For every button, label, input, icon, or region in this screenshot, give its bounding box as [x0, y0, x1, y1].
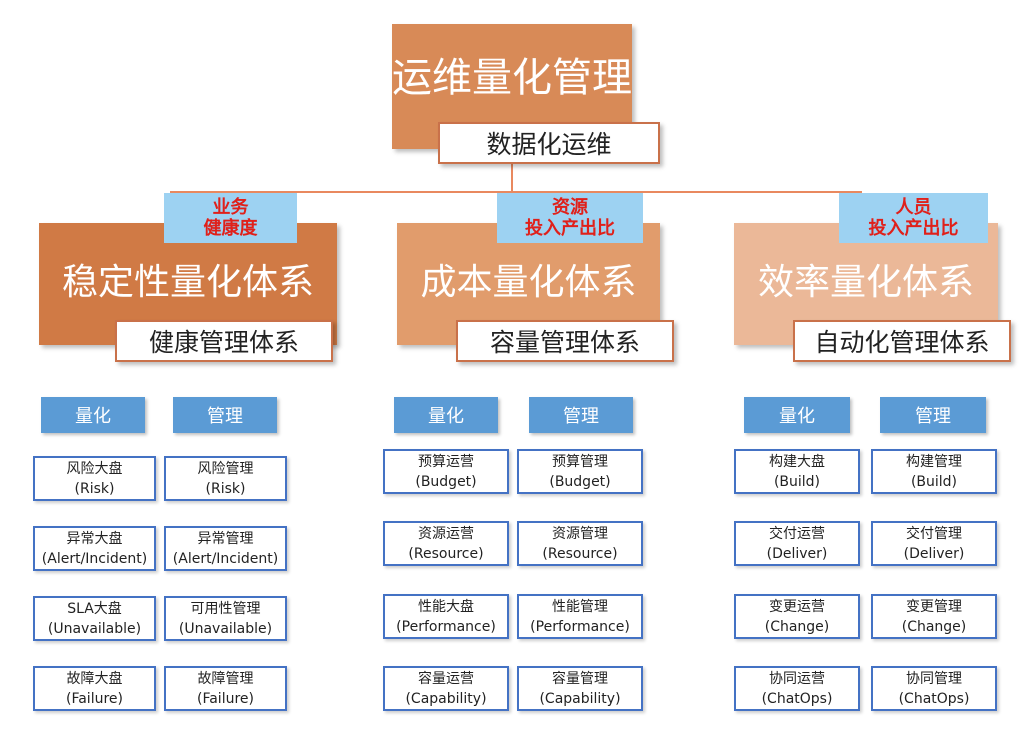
pillar-subtitle: 健康管理体系 [115, 320, 333, 362]
item-en: (ChatOps) [898, 690, 970, 707]
item-card: SLA大盘 (Unavailable) [33, 596, 156, 641]
item-name: 预算管理 [552, 453, 608, 470]
item-en: (Risk) [205, 480, 246, 497]
tag-line-2: 投入产出比 [868, 218, 959, 239]
item-name: 资源运营 [418, 525, 474, 542]
pillar-title: 稳定性量化体系 [61, 262, 314, 303]
tag-line-2: 健康度 [203, 218, 258, 239]
item-en: (Build) [910, 473, 958, 490]
item-card: 协同运营 (ChatOps) [734, 666, 860, 711]
item-en: (Deliver) [903, 545, 965, 562]
item-en: (Failure) [197, 690, 254, 707]
tag-line-1: 人员 [895, 197, 932, 218]
item-card: 异常大盘 (Alert/Incident) [33, 526, 156, 571]
item-en: (Failure) [66, 690, 123, 707]
item-card: 故障大盘 (Failure) [33, 666, 156, 711]
item-en: (Deliver) [766, 545, 828, 562]
item-en: (Unavailable) [178, 620, 273, 637]
item-en: (Risk) [74, 480, 115, 497]
item-card: 构建管理 (Build) [871, 449, 997, 494]
item-en: (ChatOps) [761, 690, 833, 707]
pillar-subtitle: 容量管理体系 [456, 320, 674, 362]
tag-line-1: 资源 [552, 197, 588, 218]
item-card: 变更管理 (Change) [871, 594, 997, 639]
pillar-subtitle: 自动化管理体系 [793, 320, 1011, 362]
item-card: 故障管理 (Failure) [164, 666, 287, 711]
header-manage: 管理 [173, 397, 277, 433]
item-name: 交付管理 [906, 525, 962, 542]
item-card: 协同管理 (ChatOps) [871, 666, 997, 711]
item-en: (Budget) [549, 473, 611, 490]
item-en: (Budget) [415, 473, 477, 490]
item-card: 性能管理 (Performance) [517, 594, 643, 639]
item-card: 变更运营 (Change) [734, 594, 860, 639]
item-en: (Unavailable) [47, 620, 142, 637]
header-quantify: 量化 [744, 397, 850, 433]
header-manage: 管理 [529, 397, 633, 433]
connector-root-down [511, 164, 513, 193]
header-manage: 管理 [880, 397, 986, 433]
item-card: 容量管理 (Capability) [517, 666, 643, 711]
item-name: 交付运营 [769, 525, 825, 542]
item-card: 性能大盘 (Performance) [383, 594, 509, 639]
item-name: 故障大盘 [66, 670, 123, 687]
item-card: 预算运营 (Budget) [383, 449, 509, 494]
item-name: 资源管理 [552, 525, 608, 542]
item-card: 资源管理 (Resource) [517, 521, 643, 566]
item-name: 性能管理 [552, 598, 608, 615]
item-en: (Performance) [530, 618, 630, 635]
item-name: 变更管理 [906, 598, 962, 615]
pillar-tag: 人员 投入产出比 [839, 193, 988, 243]
item-card: 风险管理 (Risk) [164, 456, 287, 501]
item-en: (Resource) [408, 545, 484, 562]
item-en: (Alert/Incident) [172, 550, 279, 567]
item-name: 构建管理 [906, 453, 962, 470]
item-en: (Change) [764, 618, 830, 635]
item-en: (Change) [901, 618, 967, 635]
item-name: 故障管理 [197, 670, 254, 687]
item-name: 异常管理 [197, 530, 254, 547]
item-name: 可用性管理 [190, 600, 261, 617]
item-name: 预算运营 [418, 453, 474, 470]
item-card: 交付运营 (Deliver) [734, 521, 860, 566]
pillar-title: 效率量化体系 [757, 262, 974, 303]
item-card: 构建大盘 (Build) [734, 449, 860, 494]
item-name: 风险大盘 [66, 460, 123, 477]
tag-line-1: 业务 [212, 197, 249, 218]
item-name: 性能大盘 [418, 598, 474, 615]
item-card: 风险大盘 (Risk) [33, 456, 156, 501]
root-subtitle: 数据化运维 [438, 122, 660, 164]
pillar-tag: 资源 投入产出比 [497, 193, 643, 243]
item-card: 资源运营 (Resource) [383, 521, 509, 566]
tag-line-2: 投入产出比 [525, 218, 615, 239]
item-en: (Performance) [396, 618, 496, 635]
item-card: 容量运营 (Capability) [383, 666, 509, 711]
item-en: (Build) [773, 473, 821, 490]
item-name: 协同管理 [906, 670, 962, 687]
item-name: 构建大盘 [769, 453, 825, 470]
item-name: 容量运营 [418, 670, 474, 687]
item-name: 异常大盘 [66, 530, 123, 547]
root-title: 运维量化管理 [392, 55, 632, 101]
item-name: 协同运营 [769, 670, 825, 687]
item-en: (Capability) [539, 690, 621, 707]
item-card: 交付管理 (Deliver) [871, 521, 997, 566]
item-en: (Resource) [542, 545, 618, 562]
item-card: 可用性管理 (Unavailable) [164, 596, 287, 641]
item-name: SLA大盘 [67, 600, 122, 617]
item-en: (Capability) [405, 690, 487, 707]
connector-horizontal [170, 191, 860, 193]
pillar-tag: 业务 健康度 [164, 193, 297, 243]
item-name: 变更运营 [769, 598, 825, 615]
item-card: 异常管理 (Alert/Incident) [164, 526, 287, 571]
pillar-title: 成本量化体系 [420, 262, 637, 303]
item-card: 预算管理 (Budget) [517, 449, 643, 494]
header-quantify: 量化 [394, 397, 498, 433]
item-name: 容量管理 [552, 670, 608, 687]
item-name: 风险管理 [197, 460, 254, 477]
header-quantify: 量化 [41, 397, 145, 433]
item-en: (Alert/Incident) [41, 550, 148, 567]
